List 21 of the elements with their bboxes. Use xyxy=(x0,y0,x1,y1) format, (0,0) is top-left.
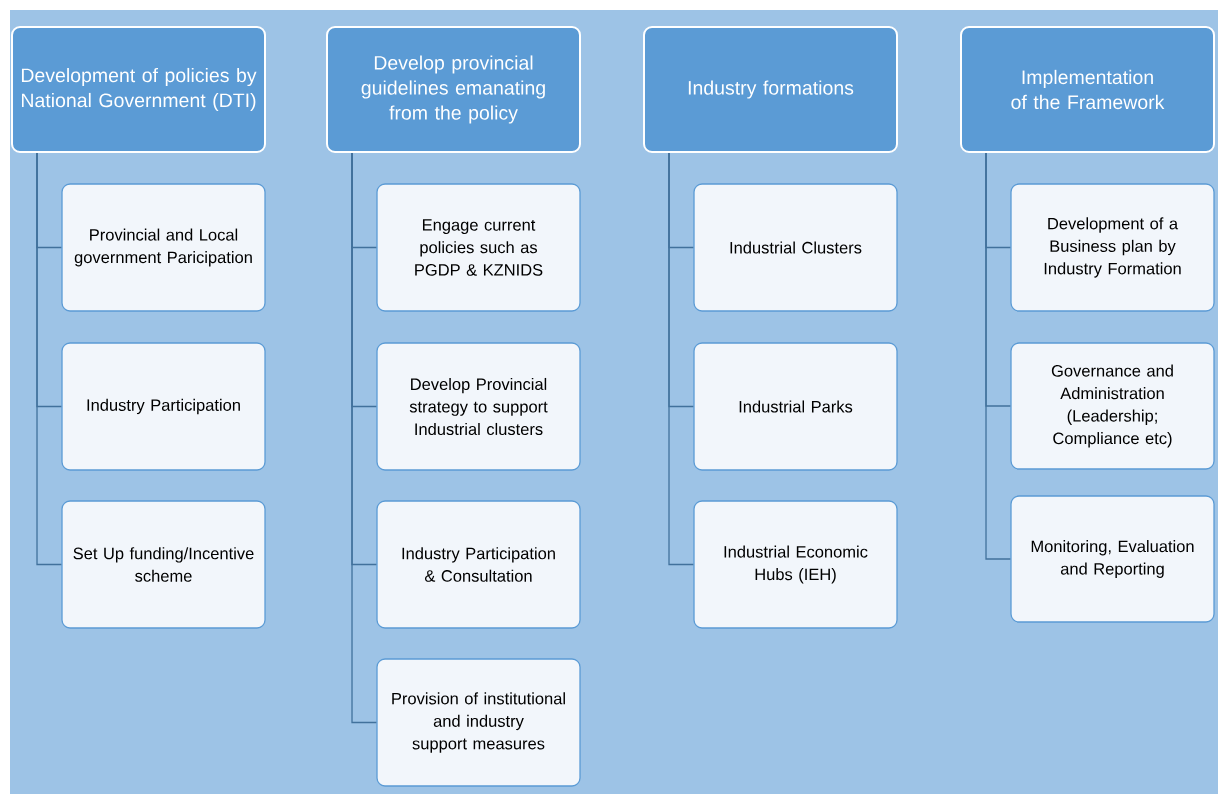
heading-box: Implementation of the Framework xyxy=(960,26,1215,153)
item-box: Monitoring, Evaluation and Reporting xyxy=(1010,495,1215,623)
item-box: Engage current policies such as PGDP & KZNIDS xyxy=(376,183,581,312)
item-box: Set Up funding/Incentive scheme xyxy=(61,500,266,629)
heading-box: Industry formations xyxy=(643,26,898,153)
connector-line xyxy=(351,152,377,724)
connector-line xyxy=(36,152,62,566)
heading-box: Development of policies by National Government (DTI) xyxy=(11,26,266,153)
item-box: Industrial Parks xyxy=(693,342,898,471)
item-box: Industrial Economic Hubs (IEH) xyxy=(693,500,898,629)
item-box: Industry Participation xyxy=(61,342,266,471)
heading-box: Develop provincial guidelines emanating from the policy xyxy=(326,26,581,153)
item-box: Industry Participation & Consultation xyxy=(376,500,581,629)
connector-line xyxy=(985,152,1011,560)
item-box: Governance and Administration (Leadership; Compliance etc) xyxy=(1010,342,1215,470)
item-box: Development of a Business plan by Industry Formation xyxy=(1010,183,1215,312)
item-box: Provincial and Local government Paricipation xyxy=(61,183,266,312)
item-box: Provision of institutional and industry support measures xyxy=(376,658,581,787)
connector-line xyxy=(668,152,694,566)
item-box: Industrial Clusters xyxy=(693,183,898,312)
item-box: Develop Provincial strategy to support Industrial clusters xyxy=(376,342,581,471)
